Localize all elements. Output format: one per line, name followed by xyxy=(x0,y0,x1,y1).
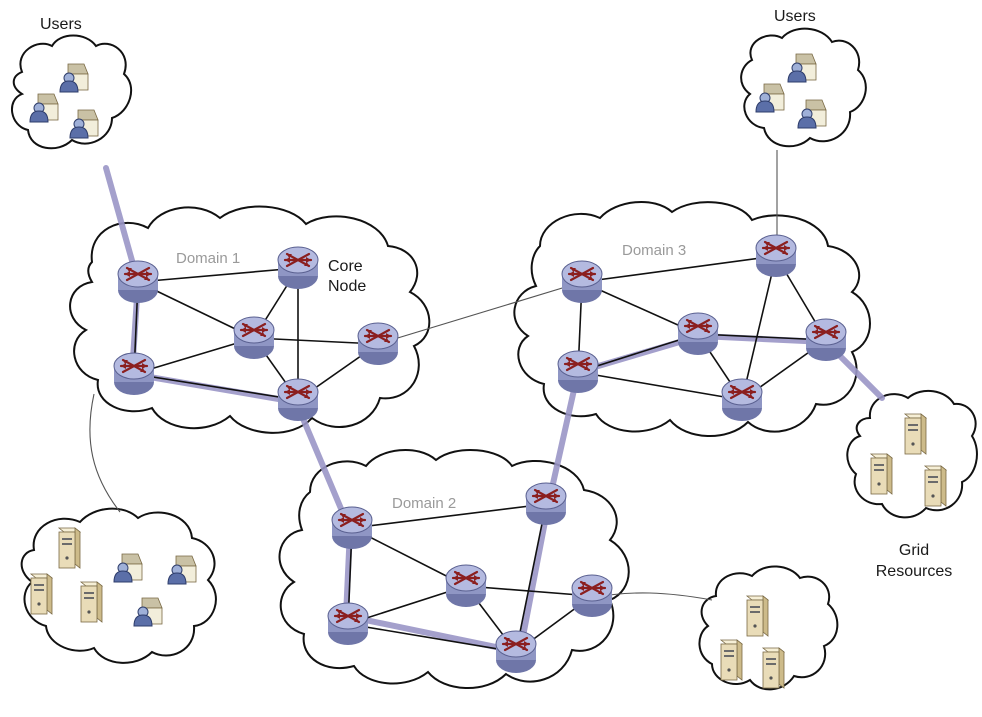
router-icon xyxy=(276,377,320,423)
users-label-top-right: Users xyxy=(774,8,816,25)
domain1-label: Domain 1 xyxy=(176,250,241,267)
server-icon xyxy=(762,647,785,689)
server-icon xyxy=(58,527,81,569)
server-icon xyxy=(80,581,103,623)
grid-resources-label-line1: Grid xyxy=(898,542,930,559)
domain2-label: Domain 2 xyxy=(392,495,457,512)
core-node-label-line2: Node xyxy=(328,278,367,295)
link xyxy=(515,503,547,653)
grid-resources-label: Grid Resources xyxy=(864,540,964,582)
link xyxy=(577,371,743,401)
router-icon xyxy=(276,245,320,291)
link xyxy=(253,337,379,345)
router-icon xyxy=(494,629,538,675)
router-icon xyxy=(804,317,848,363)
server-icon xyxy=(746,595,769,637)
link xyxy=(137,267,299,283)
router-icon xyxy=(570,573,614,619)
users-label-top-left: Users xyxy=(40,16,82,33)
router-icon xyxy=(444,563,488,609)
server-icon xyxy=(720,639,743,681)
router-icon xyxy=(232,315,276,361)
link xyxy=(581,255,777,283)
router-icon xyxy=(676,311,720,357)
router-icon xyxy=(330,505,374,551)
core-node-label-line1: Core xyxy=(328,258,363,275)
server-icon xyxy=(924,465,947,507)
link-domain1-to-left-resources xyxy=(89,393,121,513)
router-icon xyxy=(116,259,160,305)
router-icon xyxy=(560,259,604,305)
router-icon xyxy=(524,481,568,527)
link xyxy=(465,585,593,597)
router-icon xyxy=(326,601,370,647)
server-icon xyxy=(904,413,927,455)
router-icon xyxy=(754,233,798,279)
link xyxy=(351,503,547,529)
router-icon xyxy=(112,351,156,397)
link-domain1-to-domain3 xyxy=(377,281,583,345)
router-icon xyxy=(556,349,600,395)
router-icon xyxy=(720,377,764,423)
router-icon xyxy=(356,321,400,367)
core-node-label: Core Node xyxy=(328,257,366,297)
server-icon xyxy=(30,573,53,615)
cloud-users-top-right xyxy=(740,27,867,148)
link xyxy=(347,623,517,653)
link xyxy=(133,373,299,401)
link xyxy=(741,255,777,401)
grid-resources-label-line2: Resources xyxy=(875,563,953,580)
domain3-label: Domain 3 xyxy=(622,242,687,259)
server-icon xyxy=(870,453,893,495)
link xyxy=(697,333,827,341)
